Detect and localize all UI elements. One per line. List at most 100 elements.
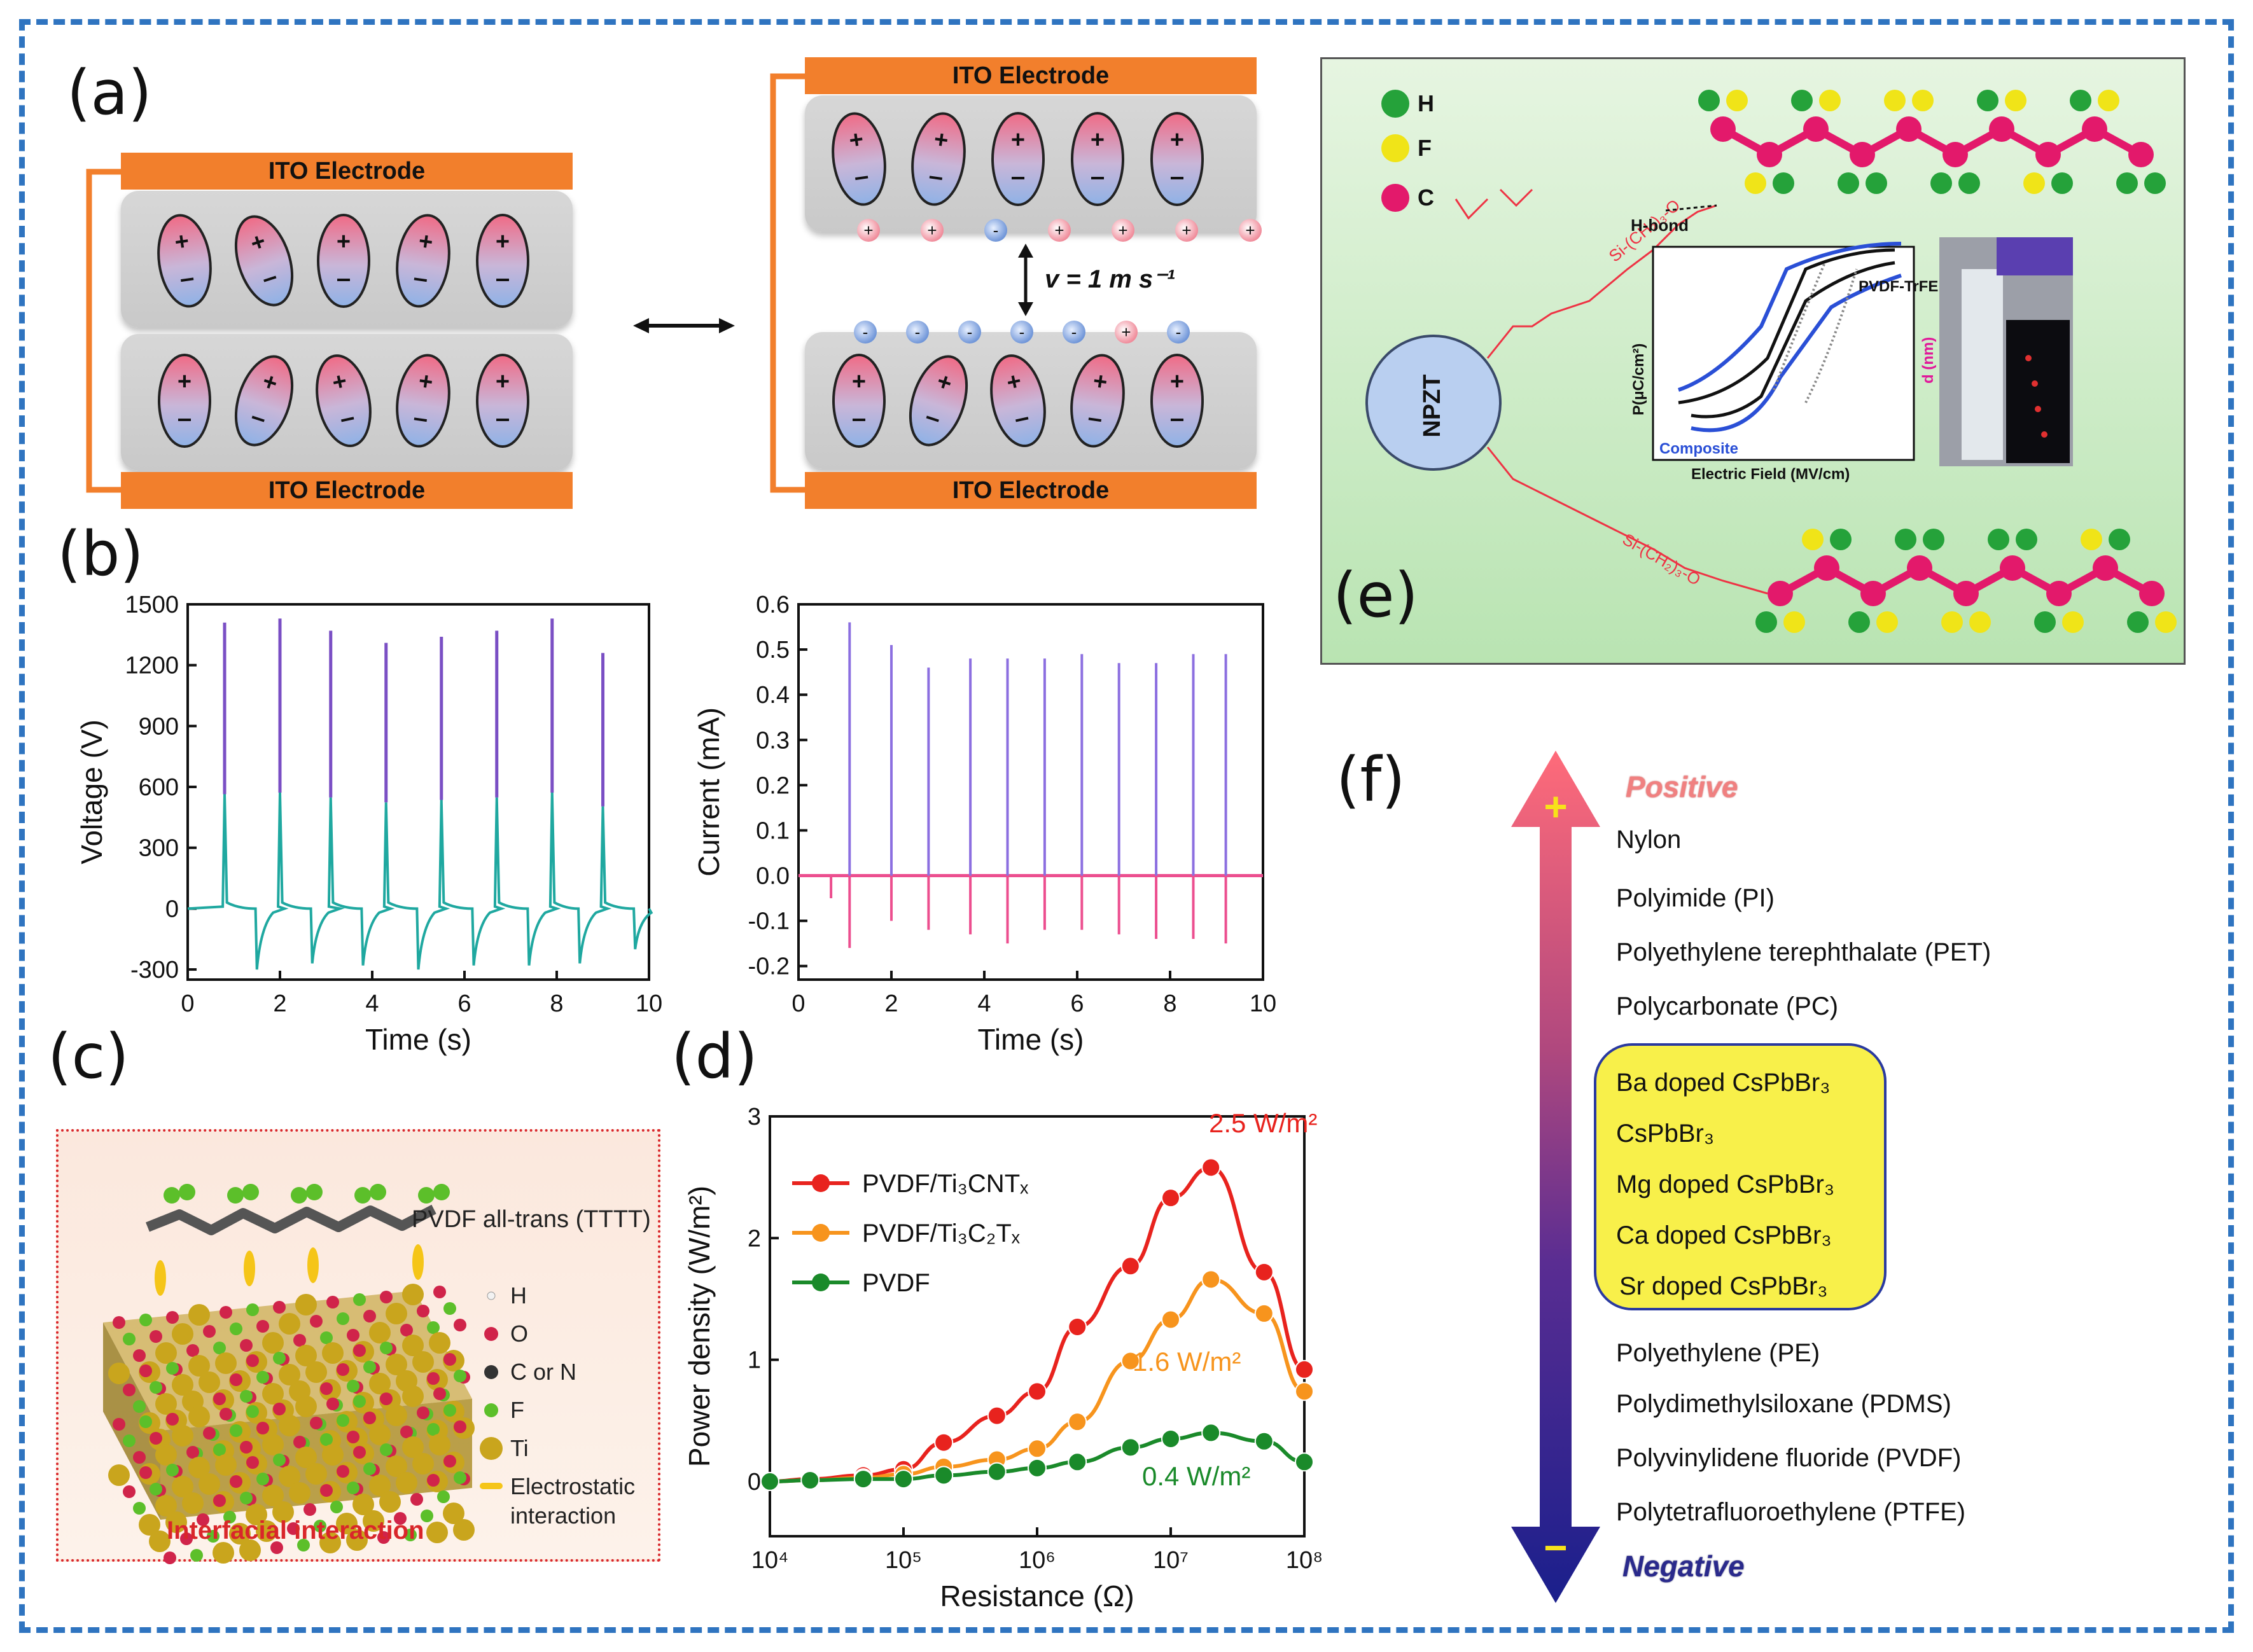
power-point bbox=[987, 1462, 1007, 1482]
surface-atom bbox=[417, 1305, 429, 1317]
power-point bbox=[1161, 1188, 1180, 1208]
ti-atom bbox=[262, 1383, 284, 1405]
ti-atom bbox=[155, 1444, 177, 1466]
surface-atom bbox=[454, 1471, 466, 1484]
surface-atom bbox=[443, 1455, 456, 1468]
voltage-trace bbox=[187, 792, 653, 970]
surface-atom bbox=[203, 1427, 216, 1440]
ti-atom bbox=[412, 1453, 434, 1475]
ti-atom bbox=[379, 1491, 401, 1513]
plot-frame bbox=[797, 603, 1264, 981]
x-tick-label: 0 bbox=[792, 990, 805, 1017]
surface-atom bbox=[230, 1424, 242, 1437]
surface-atom bbox=[427, 1423, 440, 1436]
surface-atom bbox=[223, 1511, 236, 1524]
x-tick-label: 10⁴ bbox=[751, 1547, 789, 1574]
ti-atom bbox=[279, 1415, 300, 1436]
legend-marker bbox=[812, 1224, 830, 1242]
surface-atom bbox=[330, 1501, 343, 1513]
positive-label: Positive bbox=[1626, 770, 1738, 803]
carbon-atom bbox=[1814, 555, 1839, 581]
power-point bbox=[1161, 1310, 1180, 1329]
surface-atom bbox=[270, 1541, 283, 1554]
fluorine-atom bbox=[418, 1187, 435, 1204]
surface-atom bbox=[427, 1321, 440, 1334]
side-atom bbox=[1830, 529, 1852, 550]
surface-atom bbox=[454, 1370, 466, 1382]
surface-atom bbox=[380, 1392, 393, 1405]
power-point bbox=[1295, 1359, 1314, 1379]
side-atom bbox=[2023, 172, 2045, 194]
surface-atom bbox=[433, 1387, 446, 1400]
gradient-arrow bbox=[1511, 751, 1600, 1603]
legend-label: PVDF/Ti₃CNTₓ bbox=[862, 1170, 1029, 1198]
ti-atom bbox=[363, 1510, 384, 1532]
legend-o-icon bbox=[484, 1327, 498, 1341]
carbon-atom bbox=[1757, 142, 1782, 167]
plus-icon: + bbox=[1544, 784, 1567, 829]
silane-linkers bbox=[1454, 188, 1768, 595]
side-atom bbox=[2034, 611, 2056, 633]
side-atom bbox=[1838, 172, 1859, 194]
surface-atom bbox=[240, 1339, 253, 1352]
power-point bbox=[1120, 1351, 1140, 1371]
y-tick-label: 0.3 bbox=[756, 727, 790, 754]
side-atom bbox=[1895, 529, 1916, 550]
surface-atom bbox=[347, 1431, 359, 1443]
surface-atom bbox=[427, 1474, 440, 1487]
surface-atom bbox=[230, 1475, 242, 1488]
x-tick-label: 10⁶ bbox=[1019, 1547, 1056, 1574]
surface-atom bbox=[186, 1446, 199, 1459]
surface-atom bbox=[123, 1485, 136, 1498]
legend-h-icon bbox=[1381, 90, 1409, 118]
hbond-line bbox=[1665, 204, 1717, 212]
panel-label-c: (c) bbox=[48, 1021, 129, 1092]
legend-marker bbox=[812, 1174, 830, 1192]
surface-atom bbox=[314, 1520, 326, 1532]
y-tick-label: 0.5 bbox=[756, 637, 790, 663]
x-tick-label: 2 bbox=[273, 990, 286, 1017]
surface-atom bbox=[273, 1301, 286, 1314]
surface-atom bbox=[139, 1466, 152, 1479]
surface-atom bbox=[150, 1432, 162, 1445]
y-tick-label: 300 bbox=[139, 835, 179, 862]
ti-atom bbox=[336, 1513, 358, 1534]
surface-atom bbox=[133, 1349, 146, 1362]
surface-atom bbox=[203, 1325, 216, 1338]
surface-atom bbox=[256, 1371, 269, 1384]
surface-atom bbox=[113, 1316, 125, 1329]
power-point bbox=[1068, 1412, 1087, 1432]
surface-atom bbox=[220, 1306, 232, 1319]
legend-cn: C or N bbox=[510, 1359, 576, 1385]
material-item: Polytetrafluoroethylene (PTFE) bbox=[1616, 1498, 1966, 1526]
x-tick-label: 6 bbox=[457, 990, 471, 1017]
ti-atom bbox=[346, 1529, 368, 1551]
power-point bbox=[934, 1433, 954, 1452]
negative-label: Negative bbox=[1622, 1550, 1745, 1583]
side-atom bbox=[1698, 90, 1720, 111]
x-axis-label: Time (s) bbox=[365, 1023, 471, 1056]
ito-electrode-bottom-left: ITO Electrode bbox=[121, 472, 573, 509]
carbon-atom bbox=[1768, 581, 1793, 606]
x-tick-label: 10⁸ bbox=[1286, 1547, 1323, 1574]
ti-atom bbox=[369, 1424, 391, 1445]
value-annotation: 0.4 W/m² bbox=[1142, 1461, 1250, 1491]
fluorine-atom bbox=[354, 1187, 371, 1204]
material-item: Ca doped CsPbBr₃ bbox=[1616, 1221, 1832, 1249]
ti-atom bbox=[402, 1385, 424, 1407]
triboelectric-arrow: + − bbox=[1511, 751, 1600, 1603]
fluorine-atom bbox=[306, 1184, 323, 1200]
carbon-atom bbox=[2000, 555, 2025, 581]
material-item: Polyvinylidene fluoride (PVDF) bbox=[1616, 1444, 1962, 1472]
material-item: Mg doped CsPbBr₃ bbox=[1616, 1170, 1835, 1198]
surface-atom bbox=[437, 1490, 450, 1503]
surface-atom bbox=[320, 1382, 333, 1395]
surface-atom bbox=[380, 1291, 393, 1303]
carbon-atom bbox=[1860, 581, 1886, 606]
side-atom bbox=[2081, 529, 2102, 550]
legend-label: PVDF bbox=[862, 1269, 930, 1297]
surface-atom bbox=[123, 1434, 136, 1447]
